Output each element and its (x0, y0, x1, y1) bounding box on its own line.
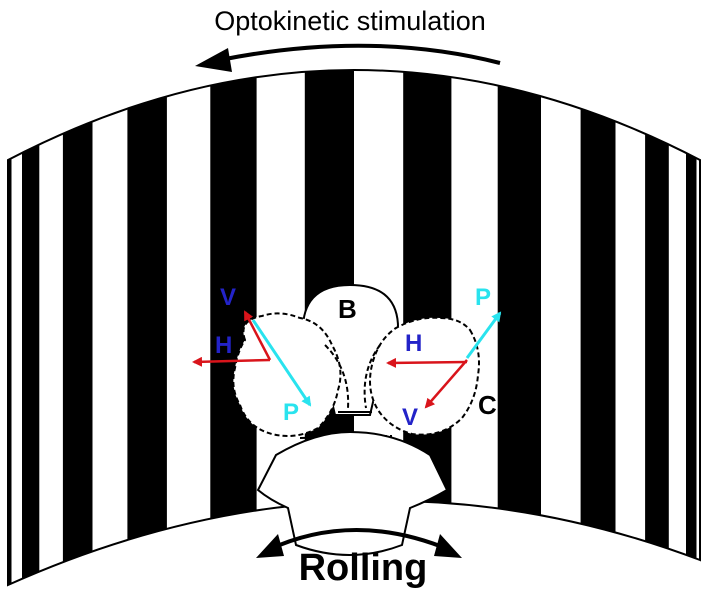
inner-link-left (324, 344, 350, 409)
region-a-shape (232, 312, 342, 437)
left-h-vector (192, 356, 271, 367)
right-h-label: H (405, 330, 422, 357)
drum-stripe (497, 70, 541, 585)
drum-stripe (62, 70, 93, 585)
rolling-label: Rolling (299, 547, 428, 589)
left-h-label: H (215, 332, 232, 359)
drum-stripe (686, 70, 697, 585)
right-v-label: V (402, 404, 418, 431)
right-v-vector (424, 359, 468, 409)
region-label-b: B (338, 294, 357, 324)
diagram-title: Optokinetic stimulation (214, 6, 486, 36)
drum-stripe (127, 70, 167, 585)
curved-arrow-left-icon (219, 43, 501, 65)
labyrinth-schematic (232, 283, 480, 556)
left-p-label: P (283, 399, 299, 426)
drum-stripe (22, 70, 40, 585)
left-v-label: V (220, 284, 236, 311)
body-base-shape (256, 430, 449, 556)
curved-arrow-left-head (195, 48, 232, 72)
right-p-label: P (475, 284, 491, 311)
left-p-vector (251, 319, 312, 407)
drum-outline (7, 69, 701, 587)
left-v-vector (243, 310, 272, 361)
right-h-vector (386, 357, 468, 368)
region-label-c: C (478, 390, 497, 420)
drum-stripe (580, 70, 616, 585)
curved-double-arrow-icon (267, 528, 451, 552)
right-p-vector (465, 311, 502, 359)
drum-stripe (8, 70, 12, 585)
region-label-a: A (218, 394, 237, 424)
region-c-shape (369, 316, 480, 436)
rolling-arrow-left-head (256, 534, 284, 558)
drum-stripe (645, 70, 669, 585)
inner-link-right (363, 344, 381, 409)
rolling-arrow-right-head (434, 534, 462, 558)
